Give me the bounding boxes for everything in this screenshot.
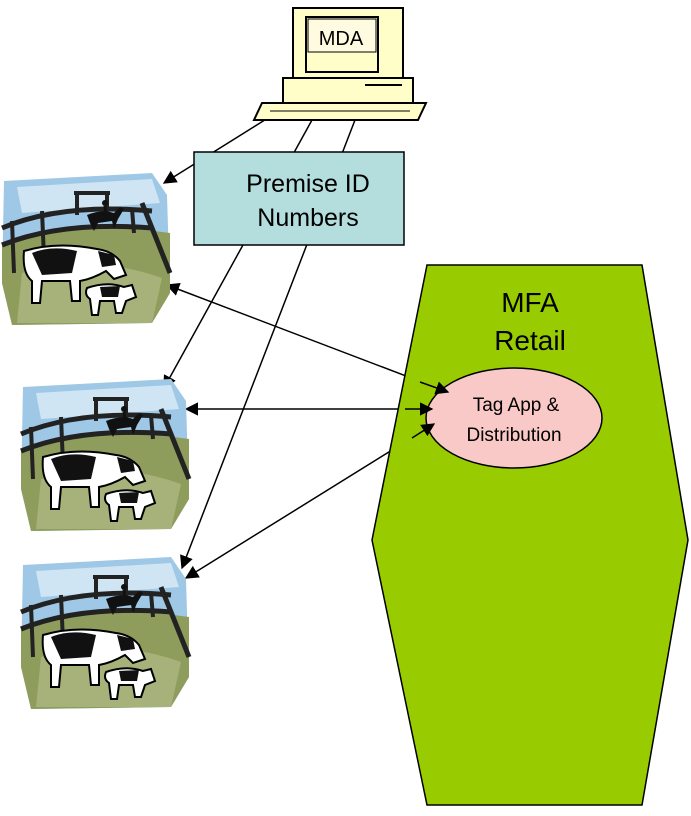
- tag-app-line2: Distribution: [466, 425, 561, 446]
- farm-cattle-icon: [2, 173, 170, 325]
- farm-cattle-icon: [21, 557, 189, 709]
- arrow-farm1-tagapp: [165, 283, 450, 394]
- premise-id-line1: Premise ID: [246, 170, 370, 198]
- farm-cattle-icon: [21, 379, 189, 531]
- arrowheads-top: [405, 381, 450, 439]
- tag-app-line1: Tag App &: [473, 395, 560, 416]
- tag-app-ellipse: Tag App & Distribution: [425, 367, 603, 469]
- computer-icon: MDA: [252, 7, 428, 121]
- mfa-retail-hexagon: MFA Retail: [371, 264, 689, 806]
- premise-id-line2: Numbers: [257, 204, 358, 232]
- arrow-mda-farm1: [162, 117, 269, 184]
- farm-2: [21, 379, 189, 531]
- farm-1: [2, 173, 170, 325]
- premise-id-box: Premise ID Numbers: [193, 151, 405, 246]
- mda-label: MDA: [319, 28, 364, 50]
- farm-3: [21, 557, 189, 709]
- mfa-label-line2: Retail: [494, 325, 566, 356]
- mfa-label-line1: MFA: [501, 287, 559, 318]
